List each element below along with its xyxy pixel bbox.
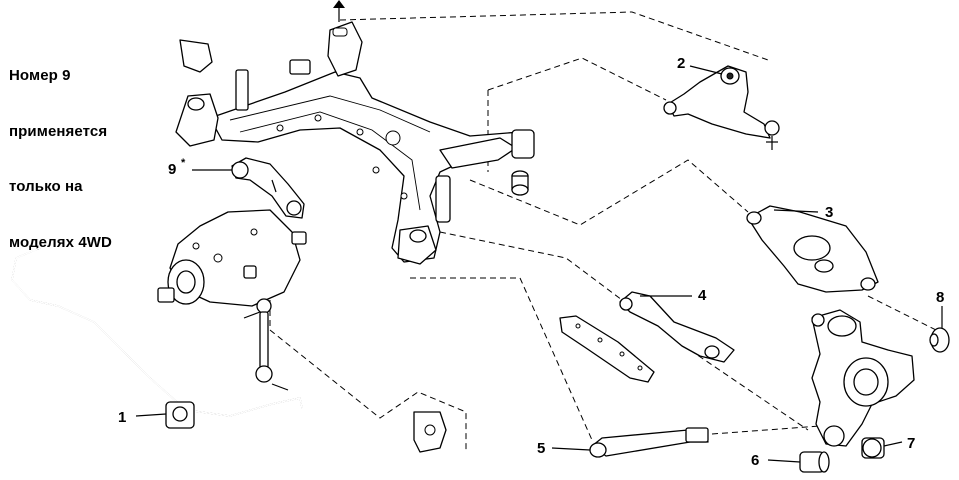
model-note: Номер 9 применяется только на моделях 4W… [9,30,112,271]
callout-1: 1 [118,409,126,426]
rear-differential [157,209,307,307]
bracket-plate [559,315,655,383]
callout-8: 8 [936,289,944,306]
callout-2: 2 [677,55,685,72]
assembly-guide-lines [269,11,937,452]
part-9-4wd-link [231,157,305,219]
stabilizer-bar [11,247,303,417]
part-3-lower-arm [746,205,879,293]
up-arrow-icon [333,0,345,22]
callout-9-asterisk: * [181,157,186,169]
callout-7: 7 [907,435,915,452]
part-6-bushing [799,451,830,473]
part-8-bushing [929,327,950,353]
frame-bushing [511,170,529,196]
callout-5: 5 [537,440,545,457]
rear-subframe [175,21,535,265]
note-line-1: Номер 9 [9,67,71,84]
callout-3: 3 [825,204,833,221]
callout-6: 6 [751,452,759,469]
mount-bracket [413,411,447,453]
part-1-stabilizer-bushing [165,401,195,429]
part-2-upper-arm [663,65,780,150]
part-5-lateral-link [589,427,709,458]
callout-4: 4 [698,287,707,304]
note-line-3: только на [9,178,83,195]
note-line-4: моделях 4WD [9,233,112,251]
callout-9: 9 [168,161,176,178]
note-line-2: применяется [9,122,108,140]
part-7-bushing [861,437,885,459]
part-4-link [619,291,735,363]
stabilizer-link [243,298,289,391]
callout-leaders [135,65,943,463]
rear-knuckle [811,309,915,447]
